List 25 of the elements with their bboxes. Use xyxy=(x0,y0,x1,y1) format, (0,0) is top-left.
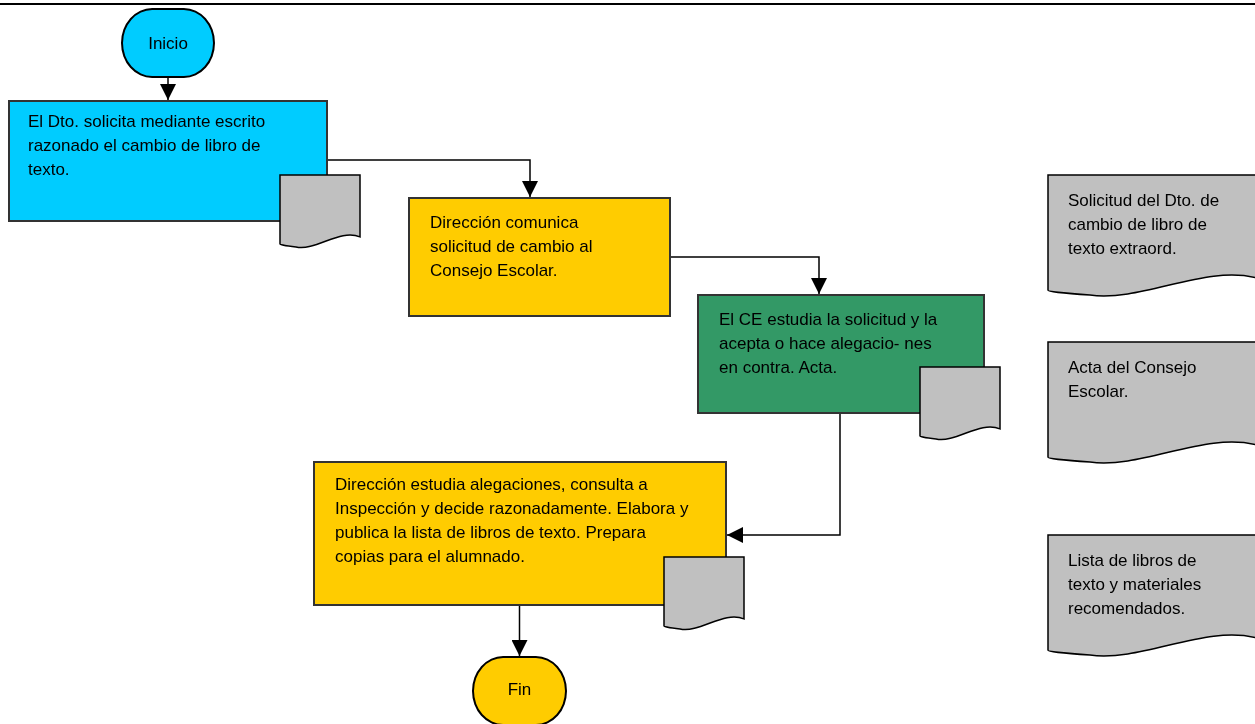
arrow xyxy=(726,413,841,543)
node-text: El Dto. solicita mediante escrito razonado el cambio de libro de texto. xyxy=(28,111,267,181)
node-text: Fin xyxy=(506,679,533,701)
node-text: Acta del Consejo Escolar. xyxy=(1068,357,1198,403)
node-text: Lista de libros de texto y materiales recomendados. xyxy=(1068,550,1203,620)
arrow xyxy=(511,605,528,657)
arrow xyxy=(160,77,176,101)
terminal-shape xyxy=(472,656,567,724)
process-box xyxy=(313,461,727,606)
process-box xyxy=(8,100,328,222)
document-shape xyxy=(280,175,360,247)
process-box xyxy=(697,294,985,414)
document-shape xyxy=(1048,535,1255,655)
document-shape xyxy=(1048,175,1255,295)
document-shape xyxy=(664,557,744,629)
document-shape xyxy=(920,367,1000,439)
node-text: Dirección comunica solicitud de cambio al Consejo Escolar. xyxy=(430,212,594,282)
node-text: Inicio xyxy=(147,33,189,55)
arrow xyxy=(670,256,827,295)
node-text: Dirección estudia alegaciones, consulta a Inspección y decide razonadamente. Elabora y publica la lista de libros de texto. Prepara copias para el alumnado. xyxy=(335,474,690,568)
arrow xyxy=(327,159,538,198)
document-shape xyxy=(1048,342,1255,462)
process-box xyxy=(408,197,671,317)
node-text: Solicitud del Dto. de cambio de libro de texto extraord. xyxy=(1068,190,1221,260)
node-text: El CE estudia la solicitud y la acepta o hace alegacio- nes en contra. Acta. xyxy=(719,309,939,379)
